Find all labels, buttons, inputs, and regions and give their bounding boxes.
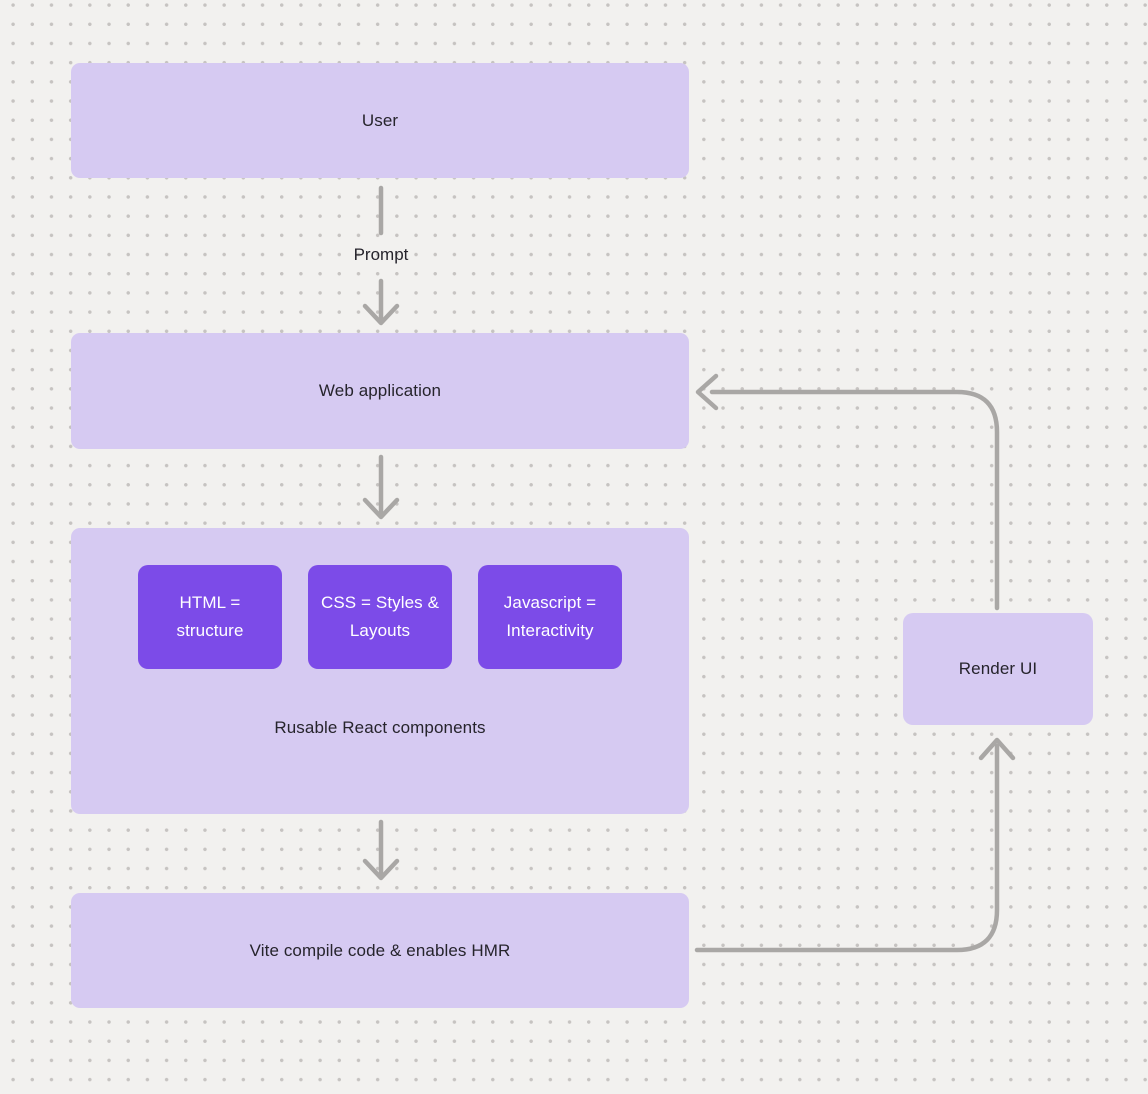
chip-row: HTML = structure CSS = Styles & Layouts … — [71, 565, 689, 669]
node-vite-label: Vite compile code & enables HMR — [249, 940, 511, 960]
chip-html: HTML = structure — [138, 565, 282, 669]
chip-css-label: CSS = Styles & Layouts — [320, 593, 440, 640]
node-web-application: Web application — [71, 333, 689, 449]
node-vite: Vite compile code & enables HMR — [71, 893, 689, 1008]
arrow-react-to-vite-head — [362, 858, 400, 881]
chip-html-label: HTML = structure — [176, 593, 244, 640]
node-user-label: User — [361, 110, 399, 130]
node-web-application-label: Web application — [318, 381, 442, 400]
arrow-user-to-web-head — [362, 303, 400, 326]
chip-javascript: Javascript = Interactivity — [478, 565, 622, 669]
arrow-web-to-react-head — [362, 497, 400, 520]
arrow-vite-to-render-head — [978, 737, 1016, 761]
chip-javascript-label: Javascript = Interactivity — [503, 593, 597, 640]
node-user: User — [71, 63, 689, 178]
node-react-container: HTML = structure CSS = Styles & Layouts … — [71, 528, 689, 814]
react-container-caption: Rusable React components — [274, 718, 486, 737]
arrow-render-to-web-stem — [709, 389, 1000, 611]
edge-label-prompt: Prompt — [353, 245, 409, 264]
node-render-ui-label: Render UI — [958, 659, 1038, 678]
chip-css: CSS = Styles & Layouts — [308, 565, 452, 669]
arrow-vite-to-render-stem — [694, 743, 1000, 953]
arrow-render-to-web-head — [695, 373, 719, 411]
node-render-ui: Render UI — [903, 613, 1093, 725]
